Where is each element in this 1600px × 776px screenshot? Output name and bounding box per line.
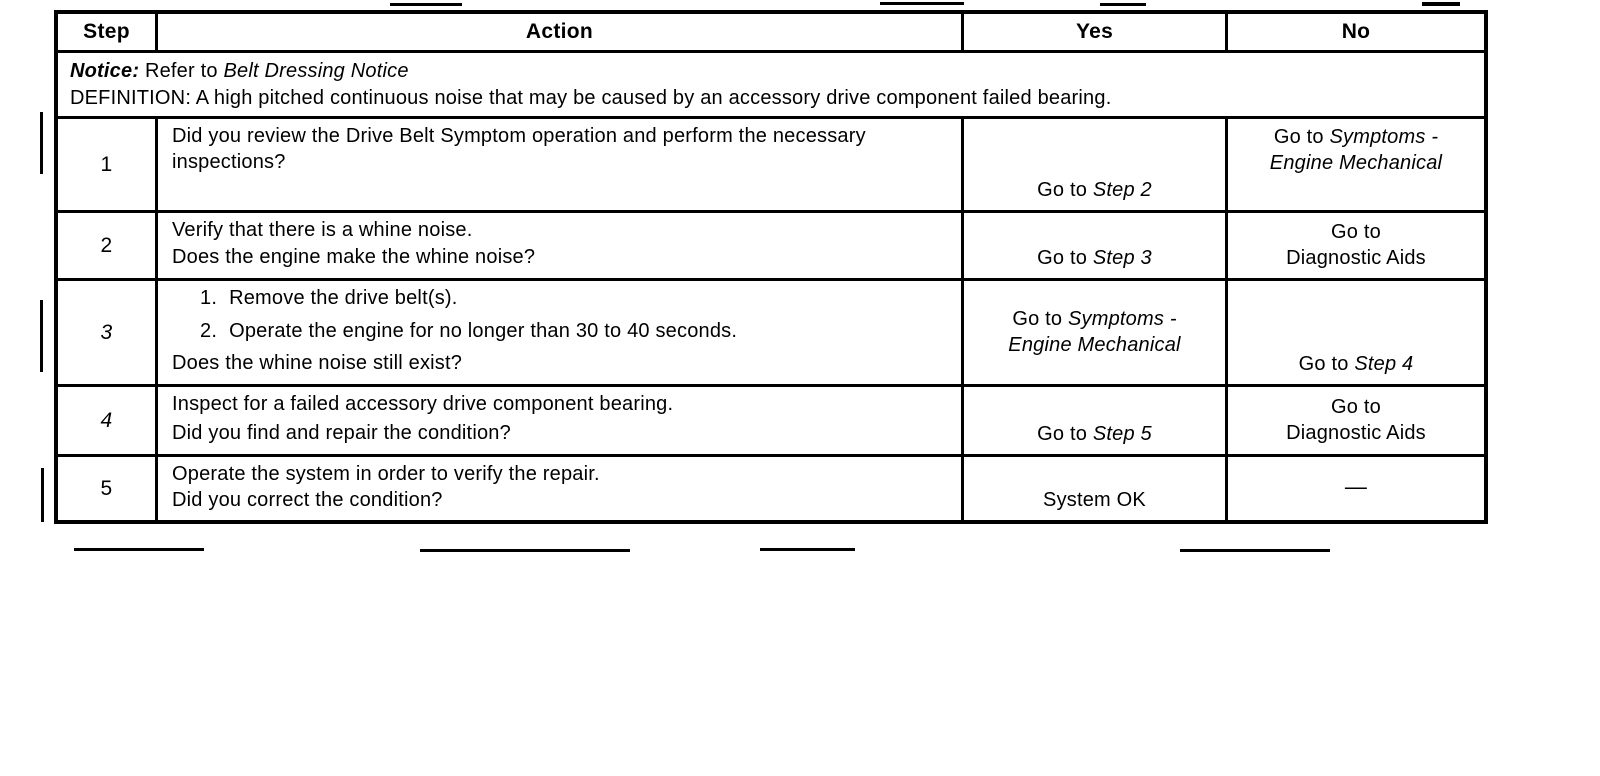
step-cell: 3 bbox=[58, 281, 158, 384]
notice-reference: Belt Dressing Notice bbox=[223, 60, 409, 82]
table-row-2: 2 Verify that there is a whine noise. Do… bbox=[58, 210, 1484, 278]
no-cell: — bbox=[1228, 457, 1484, 520]
step-number: 1 bbox=[100, 152, 113, 176]
no-value: Go to Symptoms -Engine Mechanical bbox=[1269, 126, 1443, 174]
scan-artifact bbox=[760, 548, 855, 551]
yes-value: System OK bbox=[1043, 489, 1146, 511]
yes-cell: System OK bbox=[964, 457, 1228, 520]
scan-artifact bbox=[74, 548, 204, 551]
no-value: — bbox=[1344, 474, 1368, 500]
no-value: Go to Step 4 bbox=[1298, 353, 1414, 375]
action-question: Did you find and repair the condition? bbox=[172, 422, 511, 445]
scan-artifact bbox=[1422, 2, 1460, 6]
step-cell: 2 bbox=[58, 213, 158, 278]
scan-artifact bbox=[1100, 3, 1146, 6]
yes-cell: Go to Step 3 bbox=[964, 213, 1228, 278]
action-question: Did you review the Drive Belt Symptom op… bbox=[172, 125, 866, 173]
table-row-1: 1 Did you review the Drive Belt Symptom … bbox=[58, 116, 1484, 210]
scan-artifact bbox=[1180, 549, 1330, 552]
yes-value: Go to Step 2 bbox=[1037, 179, 1152, 201]
no-cell: Go to Step 4 bbox=[1228, 281, 1484, 384]
yes-value: Go to Step 3 bbox=[1037, 247, 1152, 269]
action-cell: Verify that there is a whine noise. Does… bbox=[158, 213, 964, 278]
yes-cell: Go to Symptoms -Engine Mechanical bbox=[964, 281, 1228, 384]
no-cell: Go to Symptoms -Engine Mechanical bbox=[1228, 119, 1484, 210]
action-question: Does the whine noise still exist? bbox=[172, 352, 463, 375]
step-cell: 5 bbox=[58, 457, 158, 520]
action-instruction: Inspect for a failed accessory drive com… bbox=[172, 393, 674, 415]
table-row-4: 4 Inspect for a failed accessory drive c… bbox=[58, 384, 1484, 454]
diagnostic-table: Step Action Yes No Notice: Refer to Belt… bbox=[54, 10, 1488, 524]
table-row-3: 3 1.Remove the drive belt(s). 2.Operate … bbox=[58, 278, 1484, 384]
step-number: 3 bbox=[100, 320, 113, 344]
action-instruction: Verify that there is a whine noise. bbox=[172, 219, 473, 241]
scan-artifact bbox=[40, 112, 43, 174]
notice-cell: Notice: Refer to Belt Dressing Notice DE… bbox=[58, 53, 1484, 116]
scan-artifact bbox=[41, 468, 44, 522]
header-yes: Yes bbox=[964, 14, 1228, 50]
action-question: Did you correct the condition? bbox=[172, 488, 443, 511]
header-action: Action bbox=[158, 14, 964, 50]
scan-artifact bbox=[390, 3, 462, 6]
step-cell: 1 bbox=[58, 119, 158, 210]
notice-text: Notice: Refer to Belt Dressing Notice bbox=[70, 60, 409, 82]
yes-value: Go to Step 5 bbox=[1037, 423, 1152, 445]
notice-row: Notice: Refer to Belt Dressing Notice DE… bbox=[58, 50, 1484, 116]
table-header-row: Step Action Yes No bbox=[58, 14, 1484, 50]
action-question: Does the engine make the whine noise? bbox=[172, 246, 536, 269]
action-cell: Inspect for a failed accessory drive com… bbox=[158, 387, 964, 454]
action-cell: Operate the system in order to verify th… bbox=[158, 457, 964, 520]
scan-artifact bbox=[40, 300, 43, 372]
step-number: 5 bbox=[100, 476, 113, 500]
definition-text: DEFINITION: A high pitched continuous no… bbox=[70, 87, 1112, 109]
yes-cell: Go to Step 5 bbox=[964, 387, 1228, 454]
action-cell: Did you review the Drive Belt Symptom op… bbox=[158, 119, 964, 210]
yes-cell: Go to Step 2 bbox=[964, 119, 1228, 210]
header-step: Step bbox=[58, 14, 158, 50]
action-list-item: 1.Remove the drive belt(s). bbox=[200, 287, 458, 309]
action-instruction: Operate the system in order to verify th… bbox=[172, 463, 600, 485]
action-list-item: 2.Operate the engine for no longer than … bbox=[200, 319, 738, 342]
scan-artifact bbox=[880, 2, 964, 5]
notice-label: Notice: bbox=[70, 60, 140, 82]
action-cell: 1.Remove the drive belt(s). 2.Operate th… bbox=[158, 281, 964, 384]
scan-artifact bbox=[420, 549, 630, 552]
header-no: No bbox=[1341, 20, 1371, 43]
yes-value: Go to Symptoms -Engine Mechanical bbox=[1008, 307, 1181, 356]
step-number: 4 bbox=[100, 408, 113, 432]
step-cell: 4 bbox=[58, 387, 158, 454]
table-row-5: 5 Operate the system in order to verify … bbox=[58, 454, 1484, 520]
step-number: 2 bbox=[100, 233, 113, 257]
